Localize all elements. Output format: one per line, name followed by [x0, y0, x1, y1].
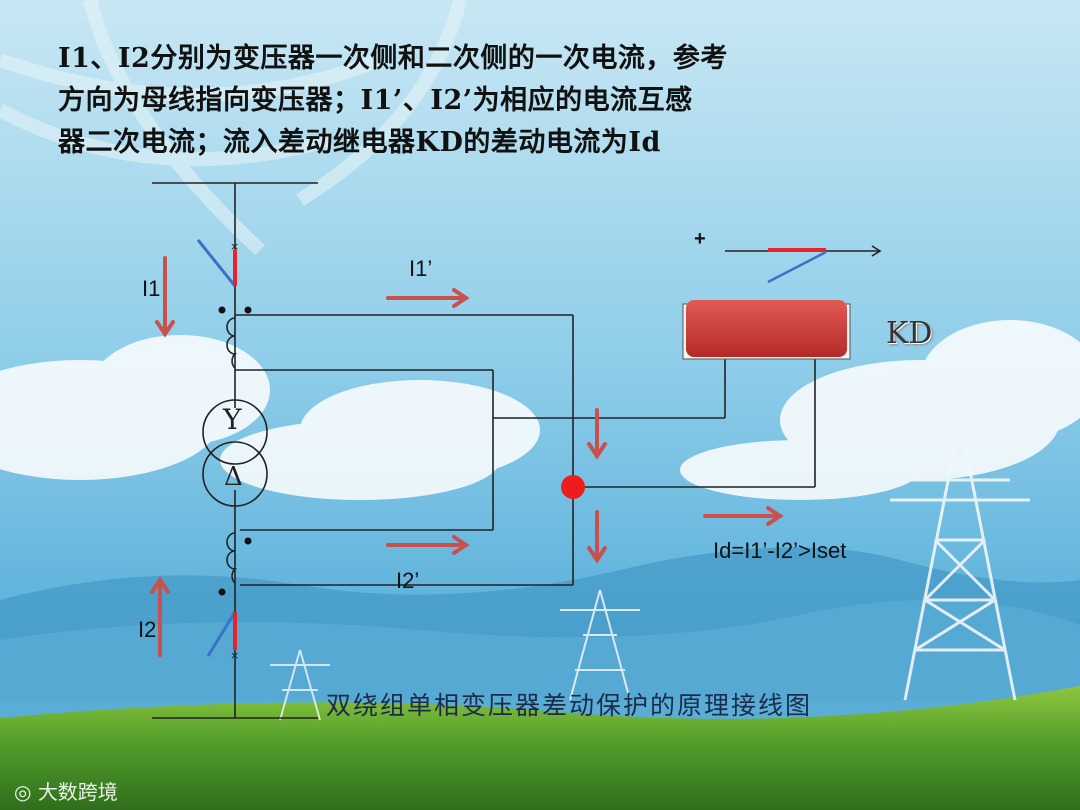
label-i1-prime: I1’: [409, 256, 433, 281]
intro-line-3: 器二次电流；流入差动继电器KD的差动电流为Id: [58, 127, 661, 158]
svg-text:×: ×: [230, 240, 239, 253]
label-i2: I2: [138, 617, 157, 642]
transformer-symbol: [202, 399, 268, 507]
polarity-dots: [218, 306, 252, 596]
clouds: [0, 320, 1080, 500]
intro-line-2: 方向为母线指向变压器；I1’、I2’为相应的电流互感: [58, 85, 693, 116]
label-kd: KD: [886, 316, 933, 351]
diagram-caption: 双绕组单相变压器差动保护的原理接线图: [326, 691, 813, 720]
label-i1: I1: [142, 276, 161, 301]
intro-line-1: I1、I2分别为变压器一次侧和二次侧的一次电流，参考: [58, 43, 728, 74]
trip-contact: [767, 248, 827, 284]
intro-paragraph: I1、I2分别为变压器一次侧和二次侧的一次电流，参考 方向为母线指向变压器；I1…: [58, 38, 838, 164]
current-arrows: [150, 256, 784, 657]
formula-label: Id=I1’-I2’>Iset: [713, 538, 847, 563]
junction-node: [561, 475, 585, 499]
logo-icon: ◎: [14, 780, 38, 804]
breaker-top: ×: [196, 239, 239, 287]
watermark-logo: ◎ 大数跨境: [14, 780, 118, 804]
pylon-right: [890, 419, 1030, 701]
relay-kd: [682, 300, 851, 360]
label-plus: +: [694, 228, 706, 250]
pylon-left: [270, 649, 330, 721]
delta-symbol: Δ: [224, 462, 243, 492]
breaker-bottom: ×: [206, 611, 239, 662]
label-i2-prime: I2’: [396, 568, 420, 593]
svg-text:×: ×: [230, 649, 239, 662]
ct-coils: [226, 317, 238, 584]
swoosh-decoration: [0, 0, 467, 256]
pylon-middle: [560, 589, 640, 701]
wye-symbol: Y: [223, 403, 242, 436]
